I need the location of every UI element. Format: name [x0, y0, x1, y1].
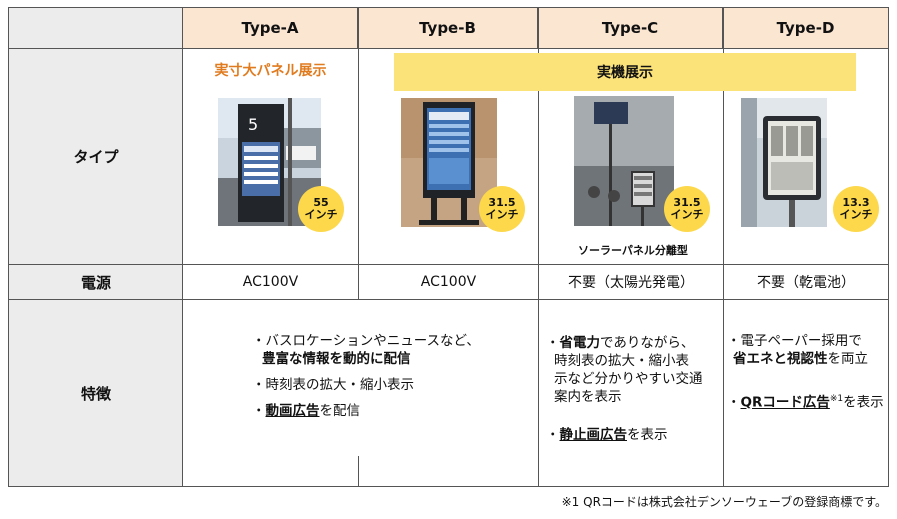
feature-d-bold2: QRコード広告 — [740, 394, 830, 411]
full-size-panel-label: 実寸大パネル展示 — [214, 63, 327, 79]
size-badge-type-d-unit: インチ — [839, 208, 873, 221]
size-badge-type-b: 31.5 インチ — [479, 186, 525, 232]
feature-ab-bold: 動画広告 — [265, 403, 320, 419]
header-type-d-text: Type-D — [776, 19, 835, 37]
feature-ab-line1: ・バスロケーションやニュースなど、 — [252, 333, 480, 349]
feature-c-bullet1: ・ — [546, 335, 560, 351]
row-label-type-text: タイプ — [73, 147, 119, 166]
header-type-b-text: Type-B — [419, 19, 476, 37]
feature-c-line5: ・静止画広告を表示 — [546, 426, 721, 444]
feature-d-line2: 省エネと視認性を両立 — [727, 350, 887, 368]
header-type-a: Type-A — [183, 8, 358, 48]
feature-c-line1: ・省電力でありながら、 — [546, 334, 721, 352]
header-type-a-text: Type-A — [241, 19, 299, 37]
size-badge-type-c-unit: インチ — [670, 208, 704, 221]
size-badge-type-a-unit: インチ — [304, 208, 338, 221]
type-b-photo — [401, 98, 497, 227]
feature-c-bold2: 静止画広告 — [559, 427, 628, 443]
feature-ab-rest: を配信 — [319, 403, 361, 419]
grid-line — [9, 299, 888, 300]
power-type-d-text: 不要（乾電池） — [757, 275, 855, 291]
power-type-a: AC100V — [183, 265, 358, 299]
row-label-features: 特徴 — [9, 300, 183, 486]
size-badge-type-b-num: 31.5 — [488, 196, 516, 209]
row-label-empty — [9, 8, 183, 48]
size-badge-type-c: 31.5 インチ — [664, 186, 710, 232]
type-c-photo — [574, 96, 674, 226]
row-label-features-text: 特徴 — [80, 384, 111, 403]
feature-c-line3: 示など分かりやすい交通 — [554, 371, 703, 387]
header-type-b: Type-B — [358, 8, 538, 48]
svg-text:5: 5 — [248, 115, 258, 134]
real-machine-banner-text: 実機展示 — [597, 65, 653, 81]
footnote: ※1 QRコードは株式会社デンソーウェーブの登録商標です。 — [561, 495, 887, 509]
size-badge-type-d-num: 13.3 — [842, 196, 870, 209]
feature-d-sup: ※1 — [829, 394, 844, 404]
row-label-power-text: 電源 — [80, 273, 111, 292]
features-type-d: ・電子ペーパー採用で 省エネと視認性を両立 ・QRコード広告※1を表示 — [727, 332, 887, 412]
features-type-c: ・省電力でありながら、 時刻表の拡大・縮小表 示など分かりやすい交通 案内を表示… — [546, 334, 721, 444]
feature-d-line3: ・QRコード広告※1を表示 — [727, 390, 887, 412]
grid-line — [358, 456, 359, 486]
feature-ab-line2: 豊富な情報を動的に配信 — [262, 351, 411, 367]
real-machine-banner: 実機展示 — [394, 53, 856, 91]
feature-ab-line3: ・時刻表の拡大・縮小表示 — [252, 377, 414, 393]
grid-line — [723, 8, 724, 486]
feature-ab-line4: ・動画広告を配信 — [252, 402, 532, 420]
type-d-photo — [741, 98, 827, 227]
size-badge-type-c-num: 31.5 — [673, 196, 701, 209]
power-type-a-text: AC100V — [242, 274, 299, 290]
feature-c-bullet2: ・ — [546, 427, 560, 443]
grid-line — [358, 8, 359, 300]
feature-d-bold1: 省エネと視認性 — [733, 351, 828, 367]
feature-c-bold1: 省電力 — [559, 335, 601, 351]
grid-line — [538, 8, 539, 486]
features-type-ab: ・バスロケーションやニュースなど、 豊富な情報を動的に配信 ・時刻表の拡大・縮小… — [252, 332, 532, 420]
header-type-c-text: Type-C — [601, 19, 659, 37]
header-type-c: Type-C — [538, 8, 723, 48]
grid-line — [9, 48, 888, 49]
feature-d-line1: ・電子ペーパー採用で — [727, 333, 862, 349]
size-badge-type-b-unit: インチ — [485, 208, 519, 221]
power-type-c-text: 不要（太陽光発電） — [568, 275, 694, 291]
feature-c-rest2: を表示 — [627, 427, 668, 443]
header-type-d: Type-D — [723, 8, 888, 48]
feature-d-bullet: ・ — [727, 394, 741, 411]
feature-d-rest1: を両立 — [827, 351, 869, 367]
size-badge-type-a-num: 55 — [313, 196, 329, 209]
row-label-power: 電源 — [9, 265, 183, 299]
feature-c-line4: 案内を表示 — [554, 389, 622, 405]
feature-c-rest1: でありながら、 — [600, 335, 695, 351]
size-badge-type-d: 13.3 インチ — [833, 186, 879, 232]
feature-c-line2: 時刻表の拡大・縮小表 — [554, 353, 689, 369]
feature-d-rest2: を表示 — [843, 394, 884, 411]
power-type-b: AC100V — [359, 265, 538, 299]
row-label-type: タイプ — [9, 48, 183, 264]
power-type-b-text: AC100V — [420, 274, 477, 290]
grid-line — [182, 8, 183, 486]
grid-line — [9, 264, 888, 265]
feature-ab-bullet: ・ — [252, 403, 266, 419]
size-badge-type-a: 55 インチ — [298, 186, 344, 232]
spec-table — [8, 7, 889, 487]
power-type-c: 不要（太陽光発電） — [539, 265, 723, 299]
power-type-d: 不要（乾電池） — [724, 265, 888, 299]
solar-caption: ソーラーパネル分離型 — [578, 244, 688, 257]
